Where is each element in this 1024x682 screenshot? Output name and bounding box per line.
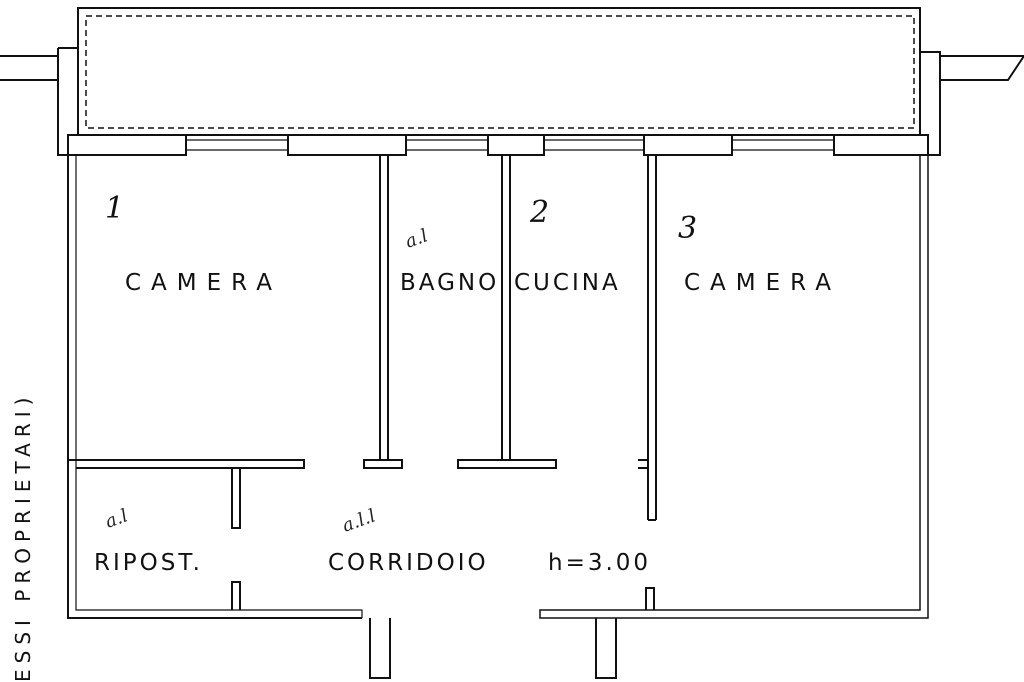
right-stub [940,55,1024,81]
note-corridoio: a.l.l [340,505,379,536]
height-label: h=3.00 [548,550,651,576]
room-number-3: 3 [678,211,697,246]
walls [0,7,1024,679]
room-label-ripost: RIPOST. [94,550,203,576]
room-label-cucina: CUCINA [514,270,621,296]
left-stub [0,55,59,81]
balcony-dashed [85,15,915,129]
room-label-corridoio: CORRIDOIO [328,550,489,576]
room-label-camera-left: CAMERA [125,270,282,296]
note-bagno: a.l [403,225,431,252]
note-ripost: a.l [103,505,131,532]
room-number-2: 2 [529,195,549,230]
balcony [77,7,921,136]
room-number-1: 1 [105,191,124,226]
room-label-camera-right: CAMERA [684,270,841,296]
room-label-bagno: BAGNO [400,270,499,296]
side-text: ESSI PROPRIETARI) [11,392,35,682]
